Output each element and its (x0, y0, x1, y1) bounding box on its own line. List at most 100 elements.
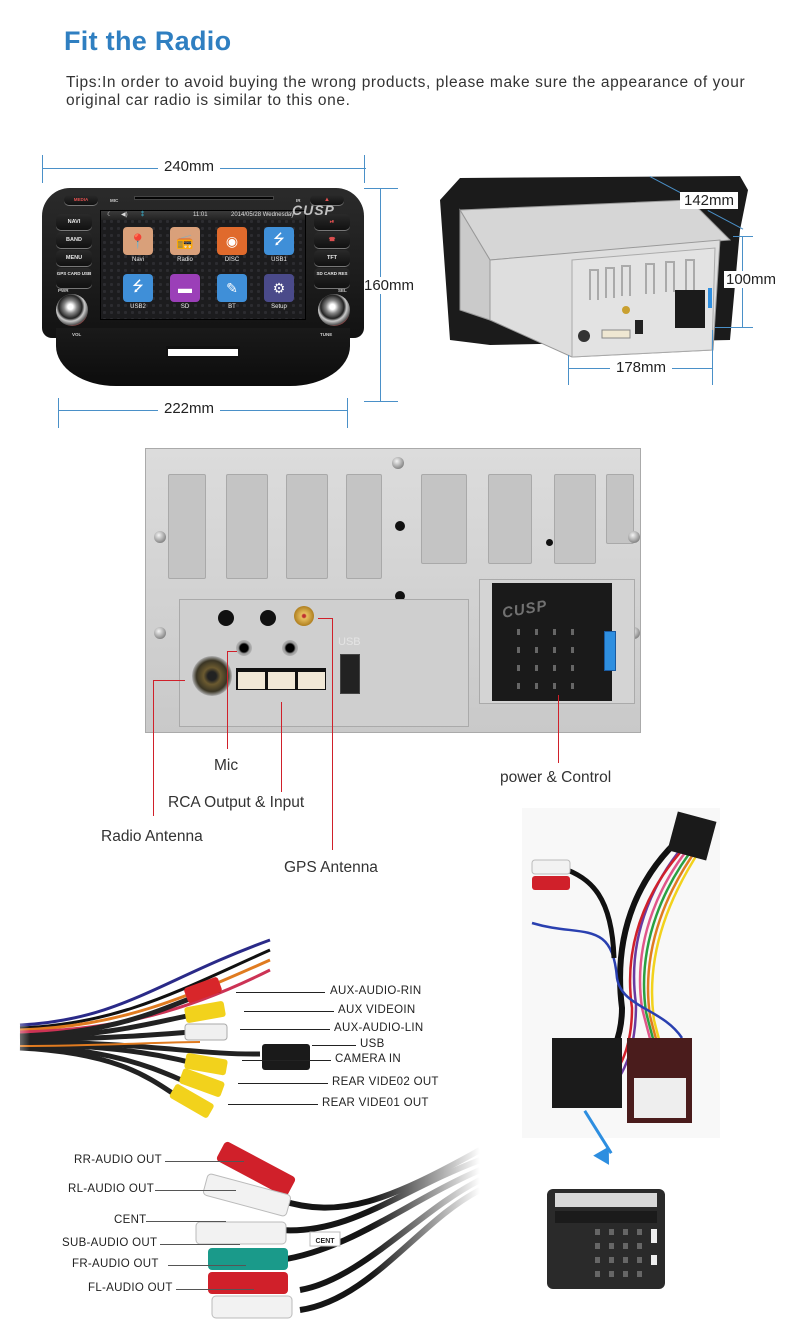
screw (154, 531, 166, 543)
leader-line (312, 1045, 356, 1046)
car-side-plug (552, 1038, 622, 1108)
pwr-label: PWR (58, 288, 69, 293)
iso-pin (553, 683, 556, 689)
tune-label: TUNE (320, 332, 333, 337)
iso-pin (571, 665, 574, 671)
rca-connector-block (236, 668, 326, 690)
connector-pin (623, 1229, 628, 1235)
folder-icon: ▬ (170, 274, 200, 302)
eject-button[interactable]: ▲ (310, 195, 344, 205)
callout-gps-antenna: GPS Antenna (284, 859, 378, 876)
app-radio[interactable]: 📻Radio (170, 227, 200, 263)
connector-pin (623, 1257, 628, 1263)
leader-line (155, 1190, 236, 1191)
car-connector-illustration (547, 1189, 665, 1289)
radio-antenna-port[interactable] (192, 656, 232, 696)
status-bar: ☾ ◀) ⁑ 11:01 2014/05/28 Wednesday (101, 211, 305, 220)
leader-line (240, 1029, 330, 1030)
leader-line (146, 1221, 226, 1222)
app-usb1[interactable]: ⭍USB1 (264, 227, 294, 263)
power-control-socket: CUSP (479, 579, 635, 704)
app-label: DISC (224, 257, 240, 263)
connector-pin (623, 1243, 628, 1249)
callout-line-mic (227, 651, 228, 749)
rca-connector[interactable] (268, 672, 295, 689)
media-button[interactable]: MEDIA (64, 195, 98, 205)
cusp-watermark: CUSP (292, 202, 335, 218)
usb-port[interactable] (340, 654, 360, 694)
arrow-down-icon (593, 1146, 617, 1170)
iso-pin (571, 629, 574, 635)
leader-line (236, 992, 325, 993)
heatsink-fin (554, 474, 596, 564)
phone-button[interactable]: ☎ (314, 232, 350, 248)
dimension-label: 178mm (610, 359, 673, 376)
aux-port[interactable] (282, 640, 298, 656)
app-navi[interactable]: 📍Navi (123, 227, 153, 263)
heatsink-fin (488, 474, 532, 564)
dimension-tick (58, 398, 59, 428)
iso-pin (553, 665, 556, 671)
connector-pin (637, 1229, 642, 1235)
heatsink-fin (346, 474, 382, 579)
callout-line-radio-antenna (153, 680, 154, 816)
screw (392, 457, 404, 469)
tft-button[interactable]: TFT (314, 250, 350, 266)
connector-pin (595, 1257, 600, 1263)
usb-text: USB (338, 636, 361, 648)
connector-pin (637, 1243, 642, 1249)
leader-line (242, 1060, 331, 1061)
gps-antenna-port[interactable] (294, 606, 314, 626)
usb-icon: ⭍ (123, 274, 153, 302)
dimension-tick (712, 330, 713, 385)
connector-pin (609, 1257, 614, 1263)
app-disc[interactable]: ◉DISC (217, 227, 247, 263)
dimension-tick (568, 355, 569, 385)
rca-plug-red (532, 876, 570, 890)
bluetooth-status-icon: ⁑ (141, 212, 144, 218)
gps-socket (622, 306, 630, 314)
rca-connector[interactable] (238, 672, 265, 689)
band-button[interactable]: BAND (56, 232, 92, 248)
iso-connector[interactable]: CUSP (492, 583, 616, 701)
night-mode-icon: ☾ (107, 212, 113, 218)
navi-button[interactable]: NAVI (56, 214, 92, 230)
video-harness-illustration (0, 920, 310, 1120)
iso-pin (517, 665, 520, 671)
callout-mic: Mic (214, 757, 239, 774)
dimension-label: 142mm (680, 192, 739, 209)
dimension-label: 100mm (724, 271, 779, 288)
harness-label: AUX-AUDIO-LIN (334, 1022, 424, 1034)
callout-line-rca (281, 702, 282, 792)
car-connector-photo (543, 1185, 671, 1293)
callout-line-radio-antenna (153, 680, 185, 681)
sel-label: SEL (338, 288, 347, 293)
app-setup[interactable]: ⚙Setup (264, 274, 294, 310)
radio-side-view (430, 170, 750, 380)
app-usb2[interactable]: ⭍USB2 (123, 274, 153, 310)
heatsink-fin (421, 474, 467, 564)
iso-pin (553, 647, 556, 653)
sd-card-res-button[interactable]: SD CARD RES (314, 268, 350, 288)
play-pause-button[interactable]: ⏯ (314, 214, 350, 230)
mic-port[interactable] (236, 640, 252, 656)
app-sd[interactable]: ▬ SD (170, 274, 200, 310)
radio-side-plug (667, 811, 717, 861)
leader-line (165, 1161, 244, 1162)
volume-knob[interactable] (56, 294, 88, 326)
mounting-hole (395, 521, 405, 531)
gps-card-usb-button[interactable]: GPS CARD USB (56, 268, 92, 288)
date: 2014/05/28 Wednesday (231, 212, 295, 218)
menu-button[interactable]: MENU (56, 250, 92, 266)
app-label: SD (180, 304, 190, 310)
vol-label: VOL (72, 332, 82, 337)
harness-label: REAR VIDE01 OUT (322, 1097, 429, 1109)
iso-pin (553, 629, 556, 635)
leader-line (176, 1289, 254, 1290)
iso-connector (675, 290, 705, 328)
app-bt[interactable]: ✎BT (217, 274, 247, 310)
radio-icon: 📻 (170, 227, 200, 255)
audio-harness-photo: CENT (40, 1140, 482, 1340)
rca-connector[interactable] (298, 672, 325, 689)
tune-knob[interactable] (318, 294, 350, 326)
